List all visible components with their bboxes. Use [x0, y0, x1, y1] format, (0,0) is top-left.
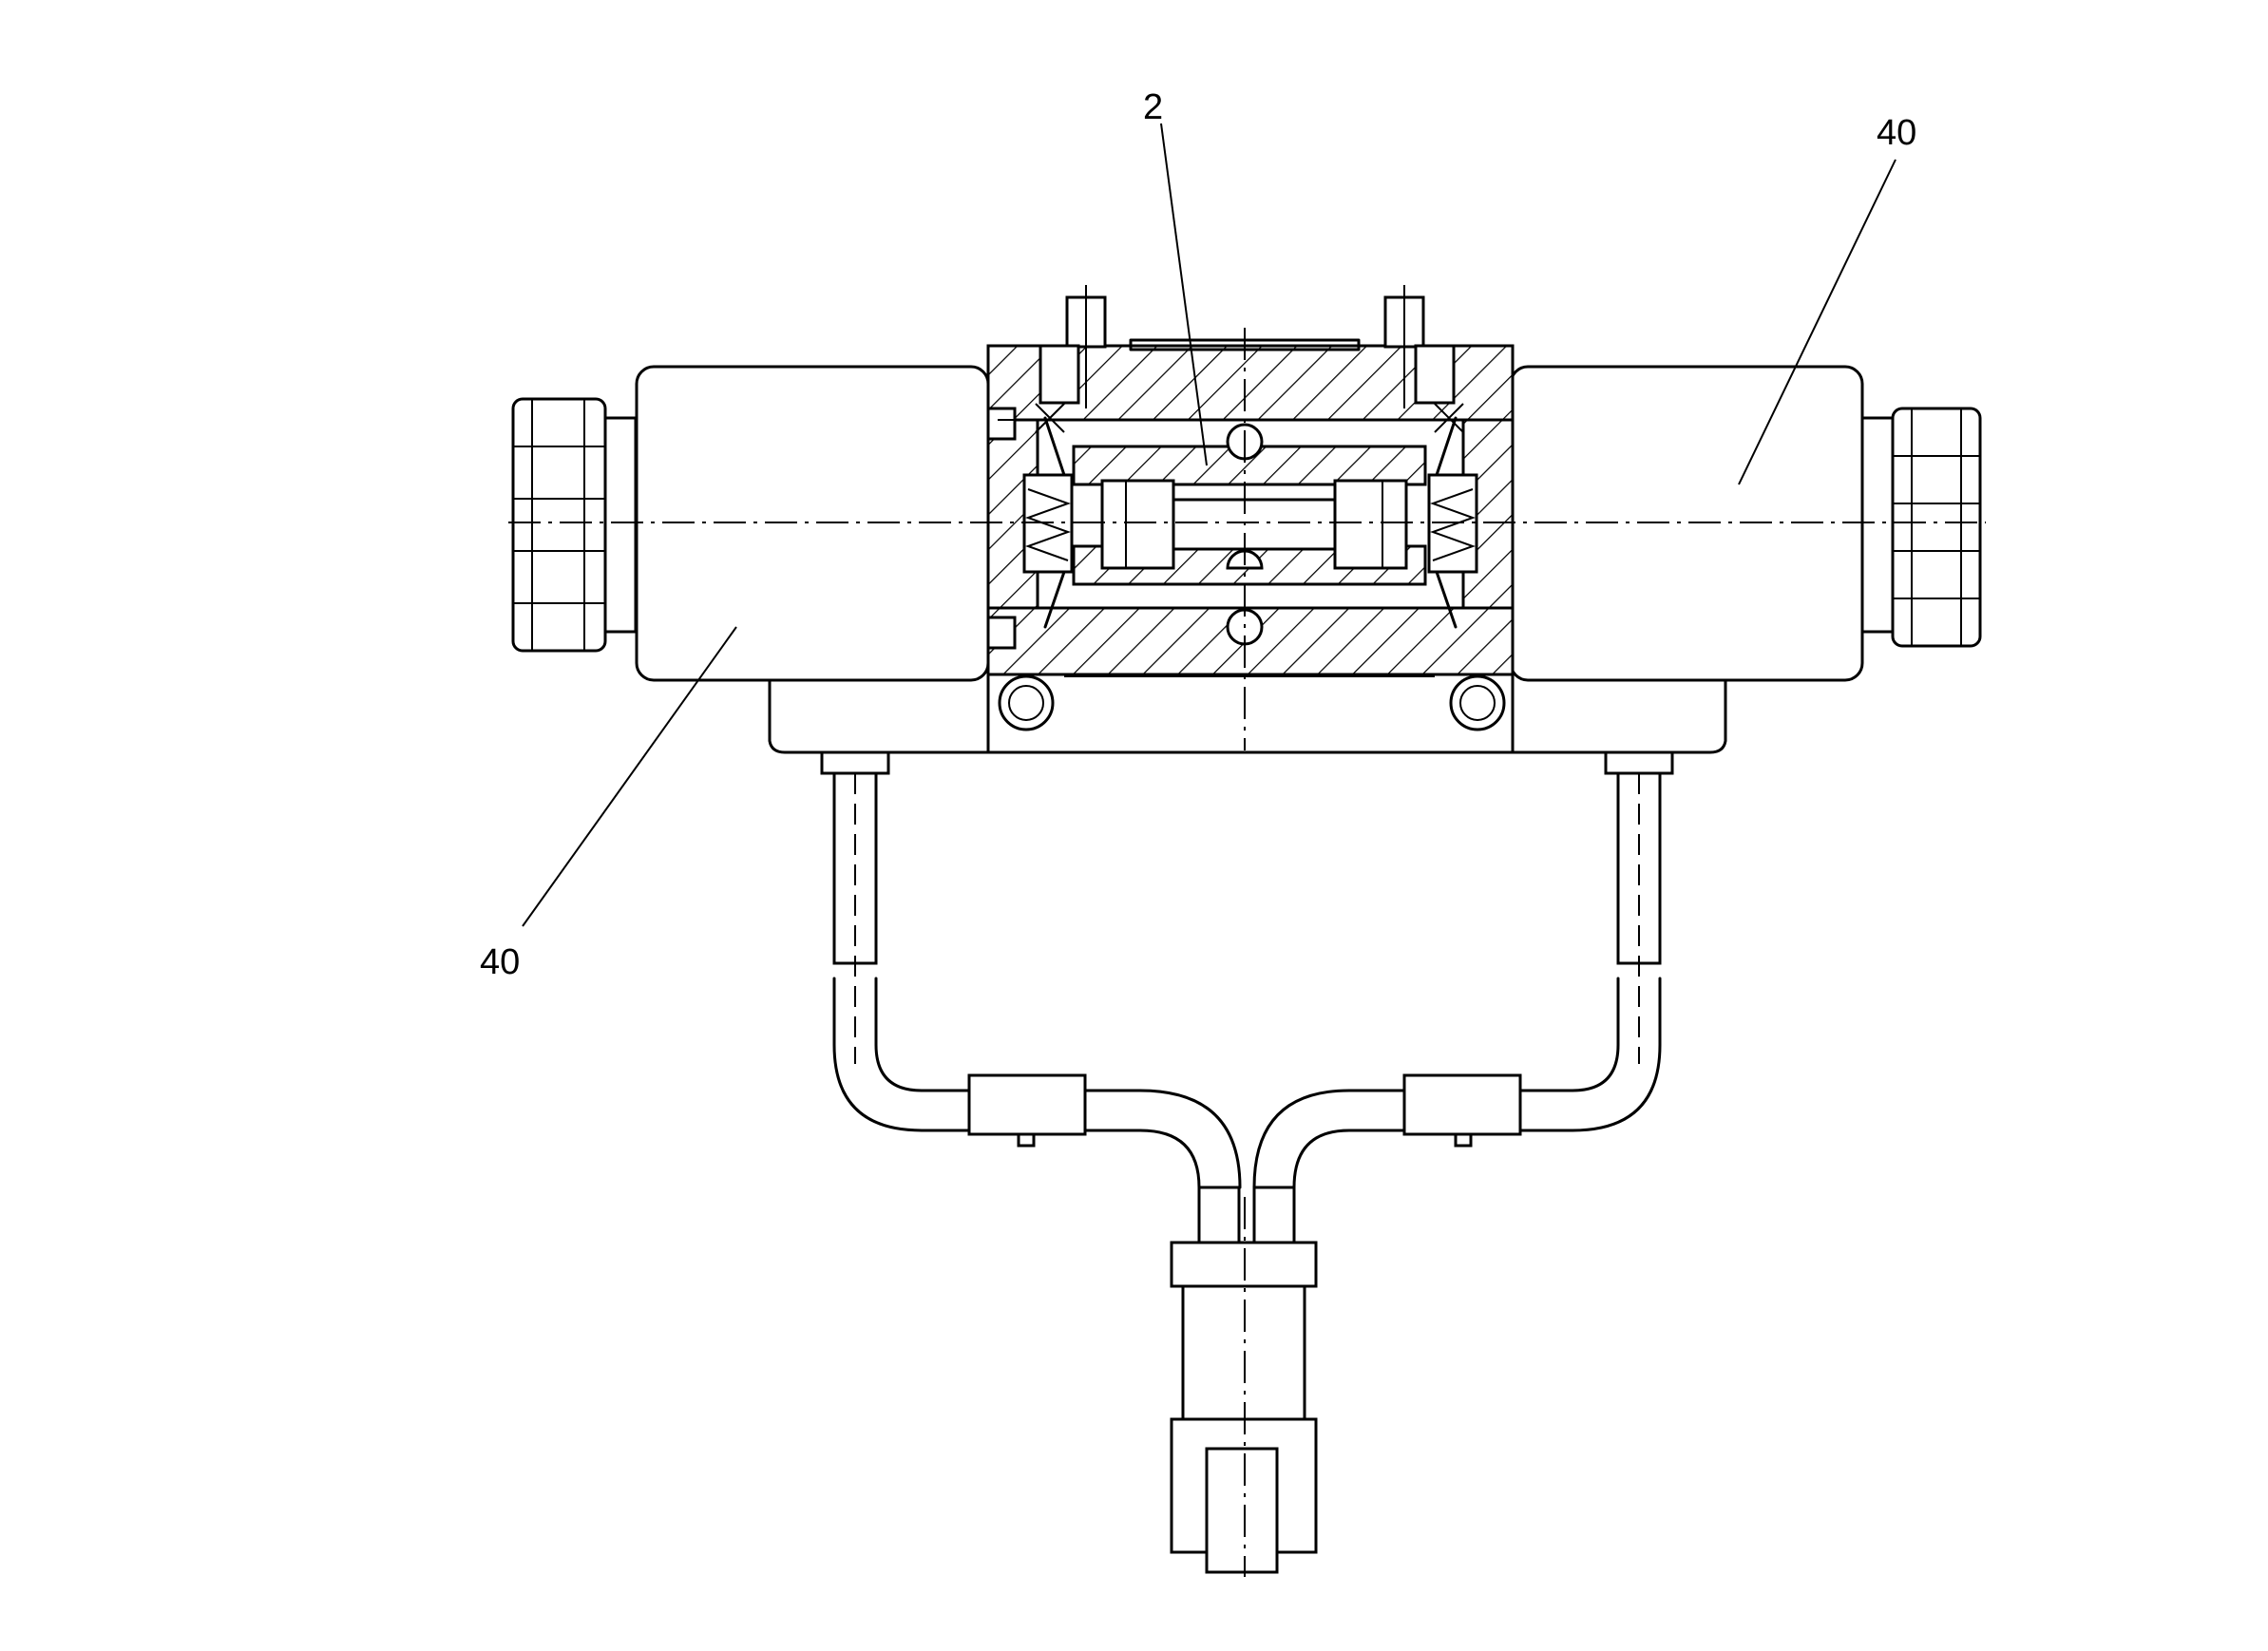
right-knurled-nut	[1860, 407, 1982, 648]
label-solenoid-right: 40	[1877, 113, 1916, 153]
mounting-holes	[986, 673, 1515, 754]
left-cable	[820, 750, 1242, 1189]
label-solenoid-left: 40	[480, 942, 520, 982]
right-cable	[1252, 750, 1674, 1189]
top-screws	[1039, 285, 1456, 408]
left-solenoid	[511, 365, 990, 754]
cable-connector	[1170, 1186, 1318, 1577]
left-knurled-nut	[511, 397, 638, 653]
leader-lines	[522, 123, 1896, 927]
label-spool: 2	[1143, 87, 1163, 127]
spool	[1100, 479, 1408, 570]
valve-housing-section	[986, 285, 1515, 754]
right-solenoid	[1509, 365, 1982, 754]
